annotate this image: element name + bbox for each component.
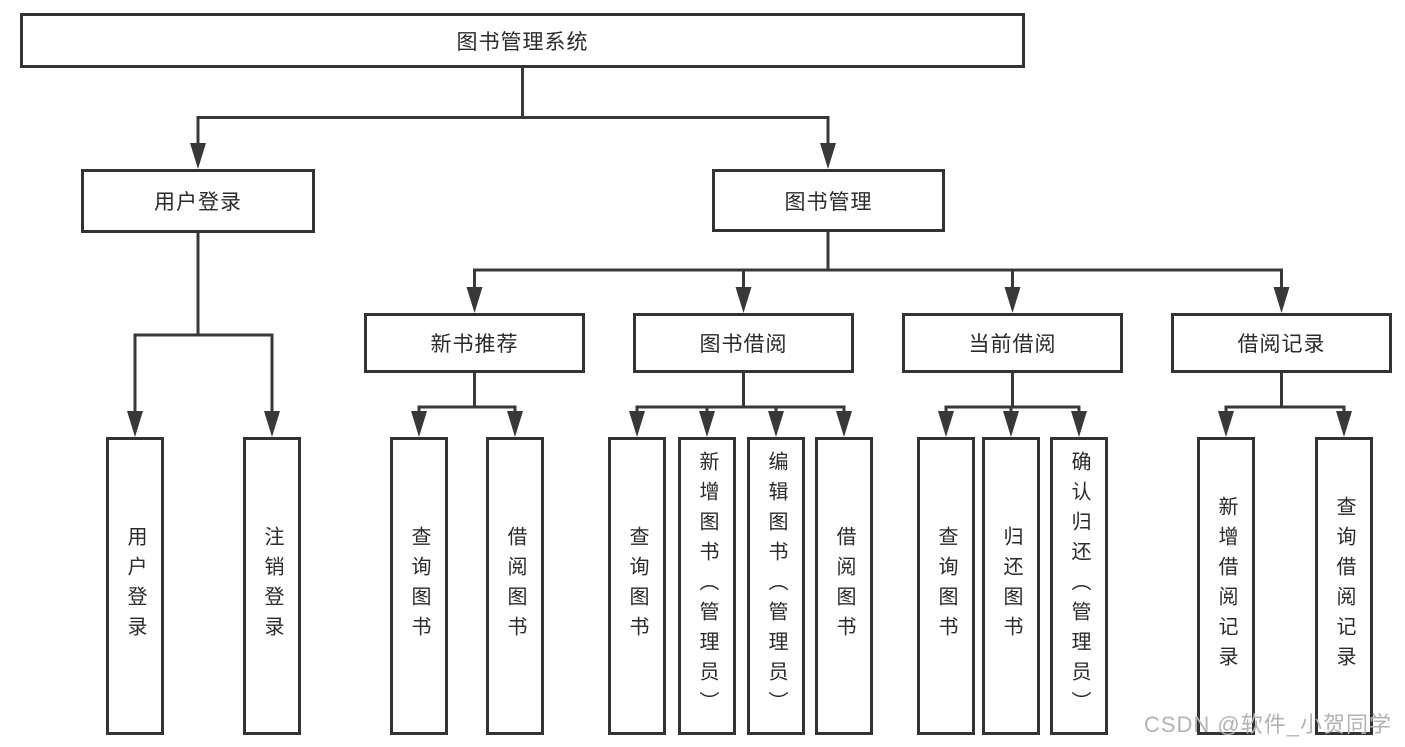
leaf-query-books-borrowing: 查询图书 [608,437,666,735]
node-book-borrowing: 图书借阅 [633,313,854,373]
node-current-borrowing: 当前借阅 [902,313,1123,373]
leaf-return-books: 归还图书 [982,437,1040,735]
edge-root-to-level2 [196,68,830,146]
leaf-edit-book-admin: 编辑图书（管理员） [747,437,805,735]
node-library-management-system: 图书管理系统 [20,13,1025,68]
leaf-add-borrow-record: 新增借阅记录 [1197,437,1255,735]
leaf-borrow-books-recommend: 借阅图书 [486,437,544,735]
node-user-login: 用户登录 [81,169,315,233]
edge-records-to-leaves [1224,371,1346,413]
leaf-logout: 注销登录 [243,437,301,735]
leaf-query-books-current: 查询图书 [917,437,975,735]
csdn-watermark: CSDN @软件_小贺同学 [1143,712,1392,737]
node-new-book-recommendation: 新书推荐 [364,313,585,373]
leaf-borrow-books: 借阅图书 [815,437,873,735]
leaf-user-login: 用户登录 [106,437,164,735]
edge-borrow-to-leaves [635,371,846,413]
edge-newbooks-to-leaves [417,371,517,413]
leaf-add-book-admin: 新增图书（管理员） [678,437,736,735]
edge-current-to-leaves [944,371,1081,413]
arrowheads [127,143,1352,437]
node-book-management: 图书管理 [712,169,945,232]
node-borrowing-records: 借阅记录 [1171,313,1392,373]
leaf-query-borrow-record: 查询借阅记录 [1315,437,1373,735]
leaf-confirm-return-admin: 确认归还（管理员） [1050,437,1108,735]
edge-userlogin-to-leaves [133,231,274,413]
edge-bookmgmt-to-modules [473,230,1283,289]
leaf-query-books-recommend: 查询图书 [390,437,448,735]
